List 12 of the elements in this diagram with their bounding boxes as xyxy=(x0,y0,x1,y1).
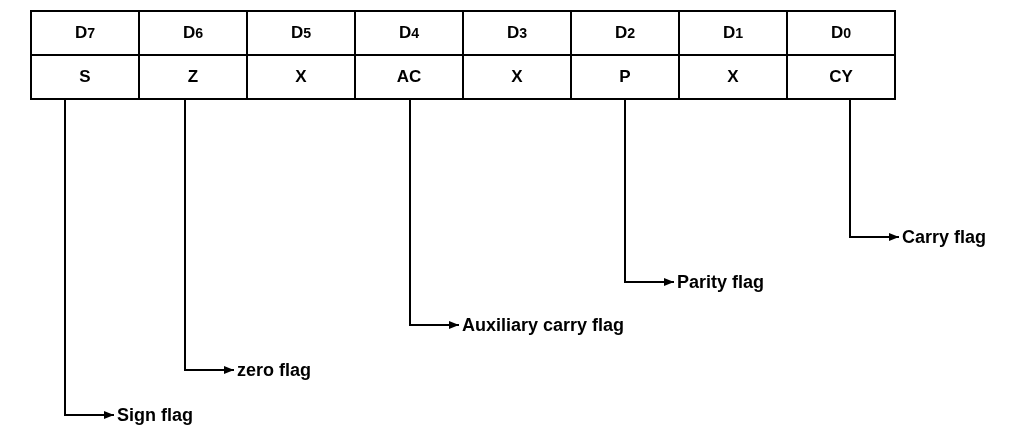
flag-label: Carry flag xyxy=(902,226,987,248)
table-cell: S xyxy=(30,54,140,100)
flag-label: Parity flag xyxy=(677,271,765,293)
flag-label: Sign flag xyxy=(117,404,193,426)
leader-arrow xyxy=(64,99,115,419)
leader-arrow xyxy=(849,99,900,241)
flag-label: Auxiliary carry flag xyxy=(462,314,625,336)
leader-arrow xyxy=(624,99,675,286)
leader-arrow xyxy=(409,99,460,329)
flag-label: zero flag xyxy=(237,359,311,381)
table-cell: CY xyxy=(786,54,896,100)
leader-arrow xyxy=(184,99,235,374)
